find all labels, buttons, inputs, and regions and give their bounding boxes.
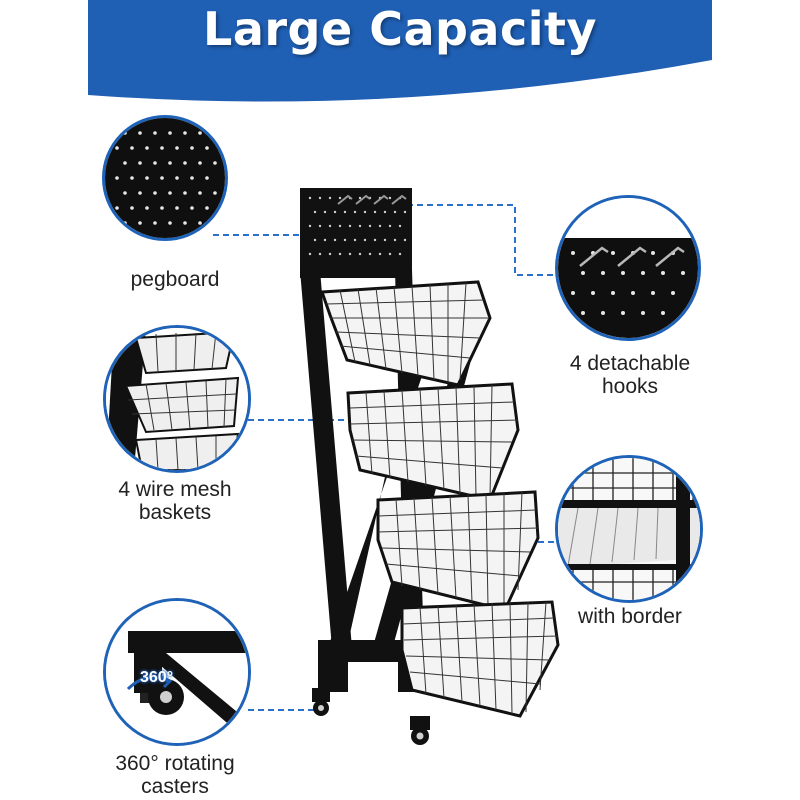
header-banner: Large Capacity	[0, 0, 800, 120]
baskets-label: 4 wire mesh baskets	[90, 478, 260, 524]
hooks-detail-circle	[555, 195, 701, 341]
pegboard-label: pegboard	[130, 268, 220, 291]
wire-baskets	[319, 280, 560, 718]
hooks-label: 4 detachable hooks	[545, 352, 715, 398]
hooks-label-line2: hooks	[601, 375, 659, 398]
rotation-badge: 360°	[140, 669, 174, 686]
casters-detail-circle: 360°	[103, 598, 251, 746]
casters-label-line1: 360° rotating	[115, 752, 235, 775]
baskets-detail-circle	[103, 325, 251, 473]
baskets-label-line1: 4 wire mesh	[118, 478, 232, 501]
casters-label-line2: casters	[141, 775, 209, 798]
border-label: with border	[578, 605, 682, 628]
hooks-label-line1: 4 detachable	[569, 352, 691, 375]
casters-label: 360° rotating casters	[90, 752, 260, 798]
border-detail-circle	[555, 455, 703, 603]
baskets-label-line2: baskets	[138, 501, 212, 524]
page-title: Large Capacity	[203, 2, 597, 56]
pegboard-detail-circle	[102, 115, 228, 241]
